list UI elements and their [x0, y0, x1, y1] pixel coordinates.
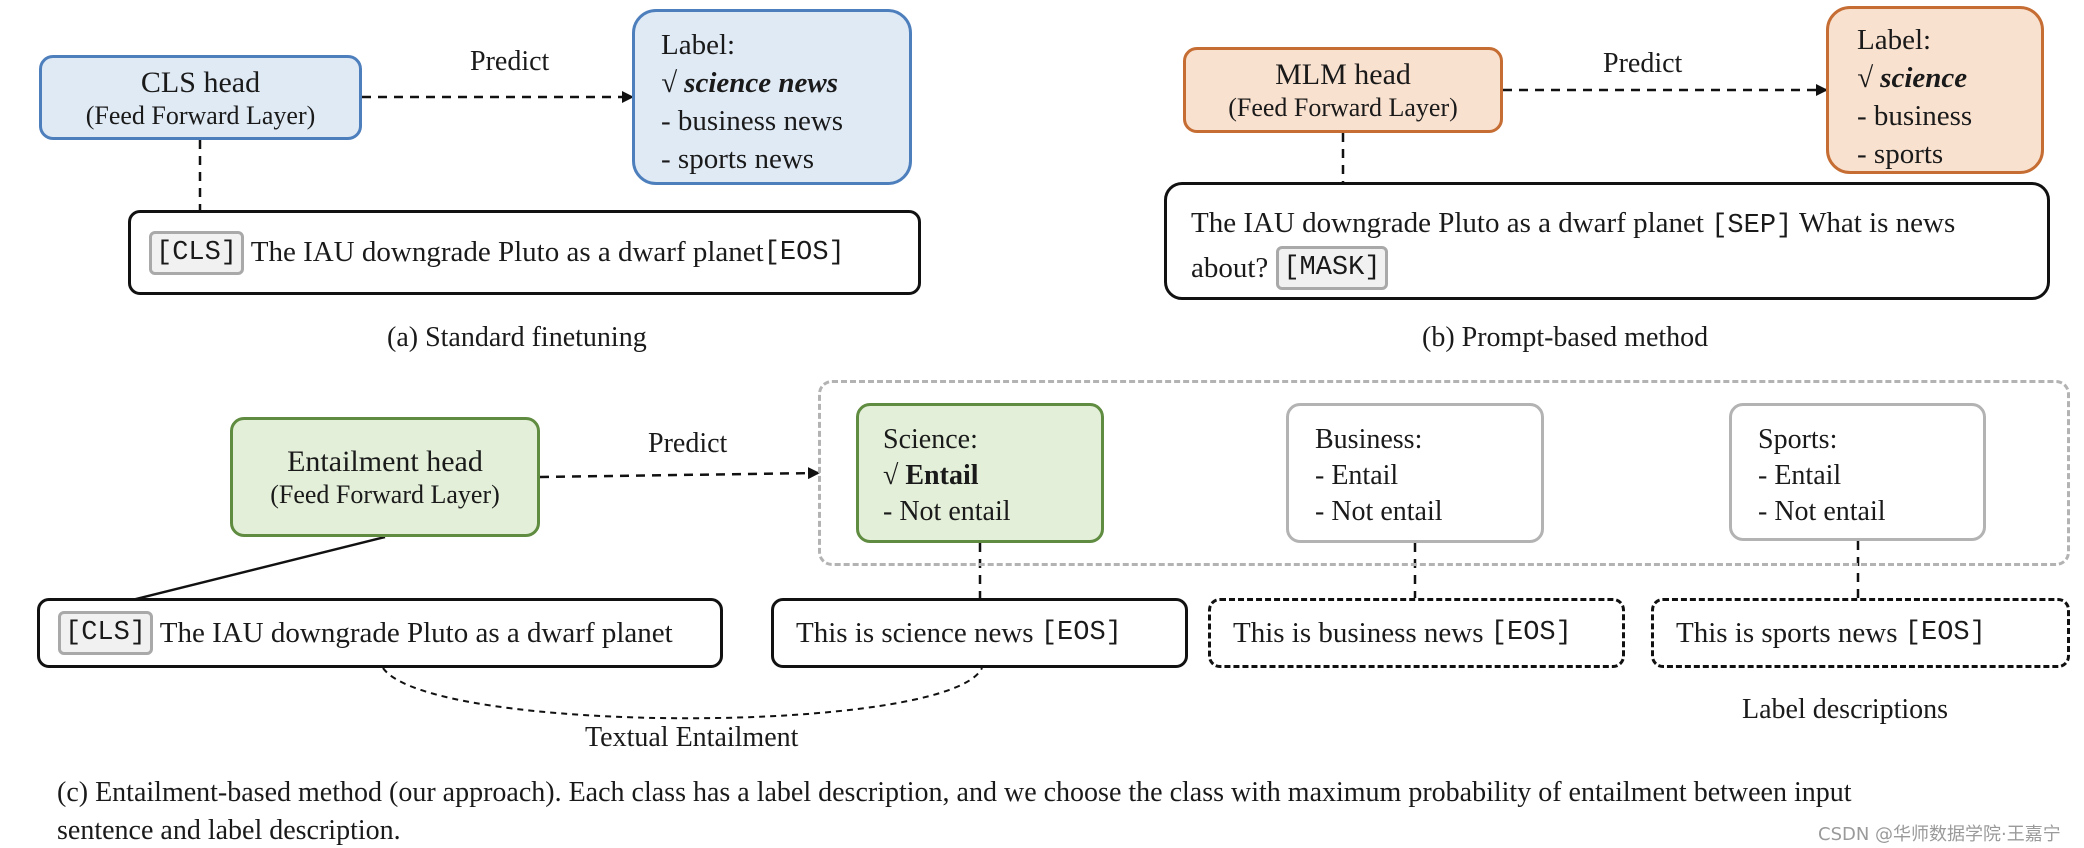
class-opt-sports-2: - Not entail — [1758, 496, 1886, 527]
sentence-text-b-2: What is news — [1798, 207, 1956, 239]
sentence-text-c: The IAU downgrade Pluto as a dwarf plane… — [153, 616, 673, 649]
predict-arrow-c — [539, 467, 820, 480]
label-heading-b: Label: — [1857, 24, 1932, 56]
eos-token-a: [EOS] — [763, 237, 845, 268]
sep-token-b: [SEP] — [1711, 211, 1793, 241]
description-science: This is science news [EOS] — [771, 598, 1188, 668]
mask-token-b: [MASK] — [1276, 246, 1388, 290]
class-options-group — [818, 380, 2070, 566]
sentence-text-b-1: The IAU downgrade Pluto as a dwarf plane… — [1191, 207, 1704, 239]
input-sentence-a: [CLS] The IAU downgrade Pluto as a dwarf… — [128, 210, 921, 295]
predict-label-c: Predict — [648, 428, 728, 459]
entailment-head-box: Entailment head (Feed Forward Layer) — [230, 417, 540, 537]
sentence-text-a: The IAU downgrade Pluto as a dwarf plane… — [244, 236, 764, 268]
label-option-a-1: - business news — [661, 105, 844, 137]
predict-label-b: Predict — [1603, 48, 1683, 79]
mlm-head-subtitle: (Feed Forward Layer) — [1228, 93, 1458, 122]
class-opt-business-1: - Entail — [1315, 460, 1399, 491]
entailment-head-subtitle: (Feed Forward Layer) — [270, 480, 500, 509]
description-text-sports: This is sports news — [1676, 616, 1905, 649]
class-box-science: Science: √ Entail - Not entail — [856, 403, 1104, 543]
class-opt-sports-1: - Entail — [1758, 460, 1842, 491]
class-box-sports: Sports: - Entail - Not entail — [1729, 403, 1986, 541]
textual-entailment-curve — [382, 667, 983, 720]
class-opt-business-2: - Not entail — [1315, 496, 1443, 527]
mlm-head-box: MLM head (Feed Forward Layer) — [1183, 47, 1503, 133]
caption-a: (a) Standard finetuning — [387, 322, 647, 353]
description-text-science: This is science news — [796, 616, 1041, 649]
class-name-science: Science: — [883, 424, 978, 455]
sentence-text-b-3: about? — [1191, 252, 1269, 284]
eos-token-sports: [EOS] — [1904, 618, 1986, 648]
label-option-b-1: - business — [1857, 100, 1973, 132]
label-box-a: Label: √ science news - business news - … — [632, 9, 912, 185]
cls-head-box: CLS head (Feed Forward Layer) — [39, 55, 362, 140]
eos-token-science: [EOS] — [1040, 618, 1122, 648]
class-name-business: Business: — [1315, 424, 1423, 455]
predict-label-a: Predict — [470, 46, 550, 77]
input-sentence-b: The IAU downgrade Pluto as a dwarf plane… — [1164, 182, 2050, 300]
cls-head-title: CLS head — [140, 65, 261, 99]
class-name-sports: Sports: — [1758, 424, 1838, 455]
caption-c-line-1: (c) Entailment-based method (our approac… — [57, 777, 1852, 808]
class-opt-science-1: √ Entail — [883, 460, 979, 491]
textual-entailment-label: Textual Entailment — [585, 722, 799, 753]
class-box-business: Business: - Entail - Not entail — [1286, 403, 1544, 543]
watermark: CSDN @华师数据学院·王嘉宁 — [1818, 824, 2061, 845]
cls-token-c: [CLS] — [58, 611, 154, 655]
cls-token-a: [CLS] — [149, 230, 245, 275]
caption-c-line-2: sentence and label description. — [57, 815, 401, 846]
description-sports: This is sports news [EOS] — [1651, 598, 2070, 668]
cls-link-c — [107, 535, 386, 608]
caption-b: (b) Prompt-based method — [1422, 322, 1709, 353]
description-business: This is business news [EOS] — [1208, 598, 1625, 668]
entailment-head-title: Entailment head — [287, 445, 483, 478]
class-opt-science-2: - Not entail — [883, 496, 1011, 527]
label-descriptions-label: Label descriptions — [1742, 694, 1949, 725]
label-selected-a: √ science news — [661, 67, 839, 99]
label-option-b-2: - sports — [1857, 138, 1944, 170]
description-text-business: This is business news — [1233, 616, 1491, 649]
label-heading-a: Label: — [661, 29, 736, 61]
mlm-head-title: MLM head — [1275, 58, 1411, 91]
label-box-b: Label: √ science - business - sports — [1826, 6, 2044, 174]
label-selected-b: √ science — [1857, 62, 1968, 94]
label-option-a-2: - sports news — [661, 143, 815, 175]
caption-c: (c) Entailment-based method (our approac… — [57, 774, 1852, 848]
input-sentence-c: [CLS] The IAU downgrade Pluto as a dwarf… — [37, 598, 723, 668]
eos-token-business: [EOS] — [1490, 618, 1572, 648]
cls-head-subtitle: (Feed Forward Layer) — [85, 100, 316, 130]
